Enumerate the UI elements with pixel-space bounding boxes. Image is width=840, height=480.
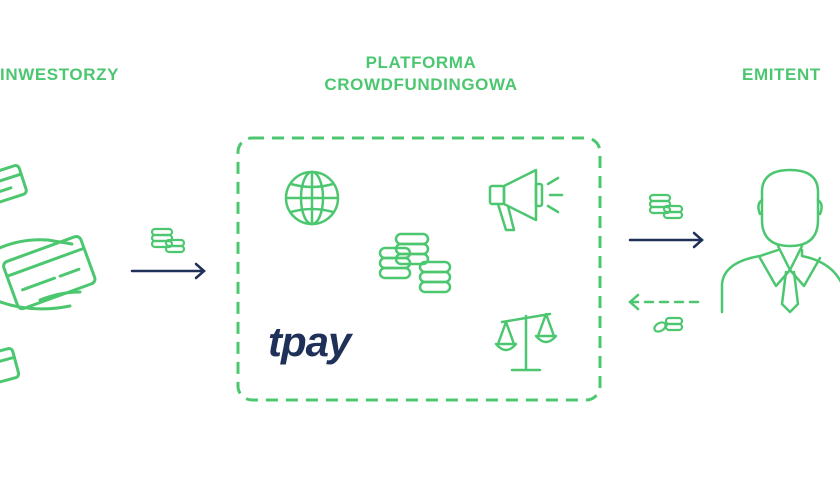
issuer-label: EMITENT xyxy=(742,65,821,84)
investors-label: INWESTORZY xyxy=(0,65,120,84)
platform-box xyxy=(236,136,602,402)
coins-icon xyxy=(653,316,684,333)
megaphone-icon xyxy=(488,168,564,232)
globe-icon xyxy=(284,170,340,226)
coin-stack-icon xyxy=(378,232,452,294)
coins-icon xyxy=(648,193,684,220)
scales-icon xyxy=(494,312,558,372)
arrow-investors-to-platform xyxy=(130,262,206,280)
coins-icon xyxy=(150,227,186,254)
businessman-icon xyxy=(720,168,840,314)
arrow-issuer-to-platform xyxy=(628,293,704,311)
platform-label: PLATFORMA CROWDFUNDINGOWA xyxy=(286,52,556,96)
arrow-platform-to-issuer xyxy=(628,231,704,249)
tpay-logo: tpay xyxy=(268,318,351,365)
platform-label-line2: CROWDFUNDINGOWA xyxy=(324,75,518,94)
platform-label-line1: PLATFORMA xyxy=(365,53,477,72)
credit-card-hand-icon xyxy=(0,164,97,387)
